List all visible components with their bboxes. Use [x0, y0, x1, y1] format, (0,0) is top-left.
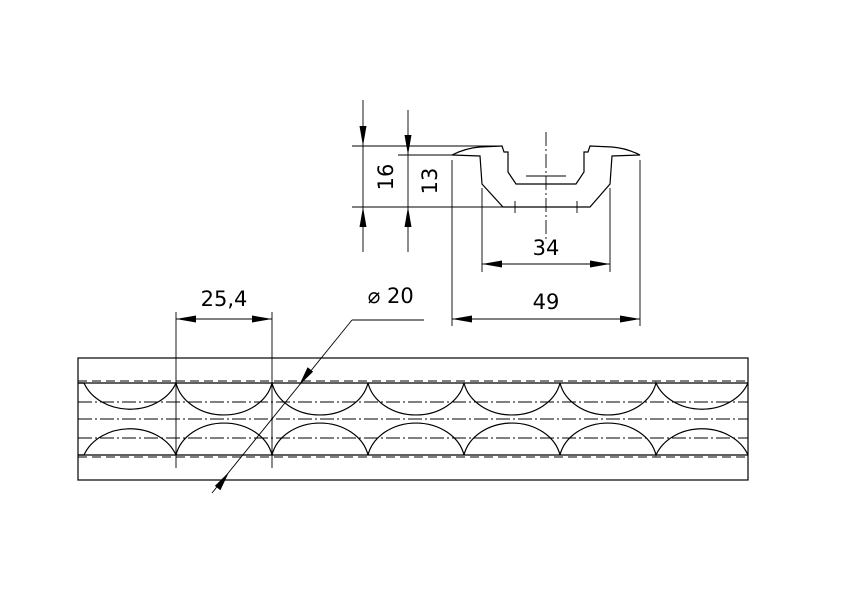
arrow-49-left — [452, 315, 472, 323]
arrow-pitch-right — [252, 315, 272, 323]
hole-scallops-lower — [78, 422, 749, 457]
arrow-49-right — [620, 315, 640, 323]
hole-scallops-upper — [78, 381, 749, 416]
rail-top-view — [77, 357, 749, 481]
arrow-16-top — [359, 126, 367, 146]
dim-label-16: 16 — [374, 164, 398, 191]
dim-label-49: 49 — [533, 290, 560, 314]
width-dimensions: 34 49 — [451, 160, 641, 326]
dim-label-34: 34 — [533, 236, 560, 260]
dim-label-diameter: 20 — [387, 284, 414, 308]
arrow-13-top — [404, 135, 412, 155]
profile-outline — [451, 145, 641, 208]
pitch-dimension: 25,4 — [175, 287, 273, 468]
arrow-pitch-left — [176, 315, 196, 323]
arrow-34-right — [590, 260, 610, 268]
arrow-16-bottom — [359, 207, 367, 227]
diameter-leader-line — [211, 319, 353, 494]
arrow-diameter-lower — [214, 472, 229, 491]
arrow-34-left — [482, 260, 502, 268]
rail-cross-section — [451, 132, 641, 240]
diameter-symbol-icon: ⌀ — [368, 284, 381, 308]
height-dimensions: 16 13 — [352, 100, 503, 252]
dim-label-pitch: 25,4 — [201, 287, 248, 311]
arrow-13-bottom — [404, 207, 412, 227]
arrow-diameter-upper — [299, 367, 314, 386]
dim-label-13: 13 — [418, 168, 442, 195]
diameter-callout: ⌀ 20 — [211, 284, 424, 494]
